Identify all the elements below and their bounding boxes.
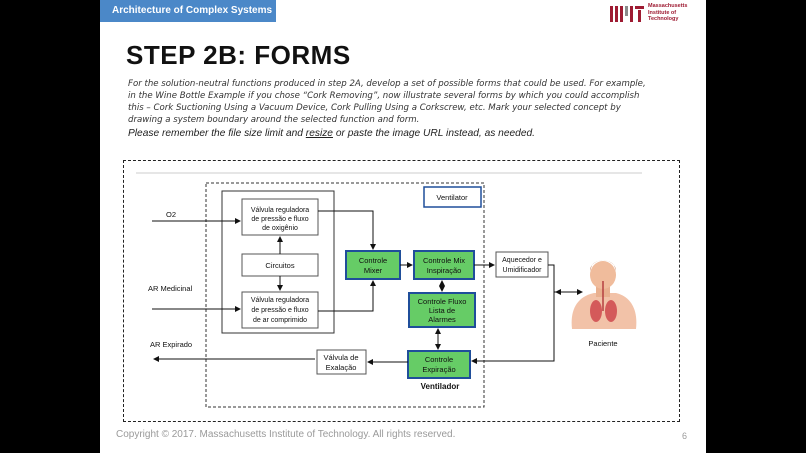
slide-note: Please remember the file size limit and … — [128, 128, 535, 139]
return-to-expiracao-arrow — [471, 264, 555, 364]
resize-link[interactable]: resize — [305, 128, 333, 139]
aquecedor-line: Aquecedor e — [502, 257, 542, 264]
ventilador-boundary — [205, 182, 485, 408]
logo-text: Massachusetts Institute of Technology — [648, 3, 687, 23]
controle-expiracao-box — [407, 350, 471, 379]
circuitos-label: Circuitos — [265, 261, 294, 270]
valve-air-box — [241, 291, 319, 329]
valve-air-line: de pressão e fluxo — [251, 307, 308, 314]
valve-air-line: de ar comprimido — [253, 317, 307, 324]
air-to-mixer-arrow — [318, 280, 376, 312]
slide: Architecture of Complex Systems Massachu… — [100, 0, 706, 453]
controle-expiracao-line: Controle — [425, 355, 453, 364]
controle-fluxo-line: Alarmes — [428, 315, 456, 324]
valve-oxygen-line: Válvula reguladora — [251, 207, 309, 214]
controle-mix-line: Inspiração — [427, 266, 462, 275]
diagram-frame: Ventilator Válvula reguladora de pressão… — [123, 160, 680, 422]
slide-description: For the solution-neutral functions produ… — [128, 79, 646, 125]
valve-air-line: Válvula reguladora — [251, 297, 309, 304]
valve-group-box — [221, 190, 335, 334]
valve-oxygen-box — [241, 198, 319, 236]
controle-expiracao-line: Expiração — [422, 365, 455, 374]
logo-line: Massachusetts — [648, 3, 688, 9]
controle-mix-line: Controle Mix — [423, 256, 465, 265]
valvula-exalacao-line: Válvula de — [323, 353, 358, 362]
footer-copyright: Copyright © 2017. Massachusetts Institut… — [116, 429, 456, 440]
controle-mix-box — [413, 250, 475, 280]
logo-line: Institute of — [648, 9, 677, 16]
valve-oxygen-line: de pressão e fluxo — [251, 216, 308, 223]
ventilator-label-box — [423, 186, 482, 208]
controle-fluxo-line: Lista de — [429, 306, 455, 315]
patient-icon: Paciente — [571, 260, 637, 348]
controle-fluxo-line: Controle Fluxo — [418, 297, 467, 306]
ar-medicinal-label: AR Medicinal — [148, 284, 193, 293]
ventilator-label: Ventilator — [436, 193, 468, 202]
note-text-end: or paste the image URL instead, as neede… — [332, 128, 535, 139]
oxygen-to-mixer-arrow — [318, 210, 376, 250]
o2-label: O2 — [166, 210, 176, 219]
logo-line: Technology — [648, 16, 679, 22]
page-number: 6 — [682, 431, 688, 441]
aquecedor-line: Umidificador — [503, 267, 543, 274]
paciente-label: Paciente — [588, 339, 617, 348]
valvula-exalacao-line: Exalação — [326, 363, 357, 372]
course-header: Architecture of Complex Systems — [100, 0, 276, 22]
valve-oxygen-line: de oxigênio — [262, 225, 298, 232]
slide-title: STEP 2B: FORMS — [126, 40, 351, 70]
course-title: Architecture of Complex Systems — [112, 5, 273, 16]
note-text: Please remember the file size limit and — [128, 128, 306, 139]
ar-expirado-label: AR Expirado — [150, 340, 192, 349]
controle-mixer-line: Mixer — [364, 266, 383, 275]
ventilador-label: Ventilador — [421, 382, 460, 391]
valvula-exalacao-box — [316, 349, 367, 375]
controle-mixer-line: Controle — [359, 256, 387, 265]
ventilator-diagram: Ventilator Válvula reguladora de pressão… — [136, 172, 642, 408]
mit-logo-icon — [610, 6, 644, 22]
controle-fluxo-box — [408, 292, 476, 328]
